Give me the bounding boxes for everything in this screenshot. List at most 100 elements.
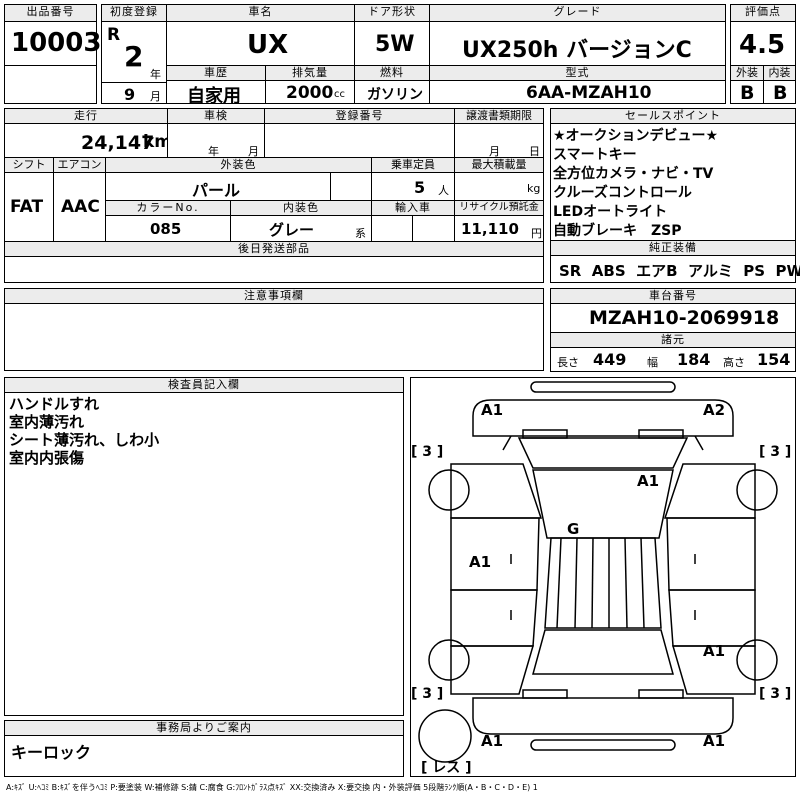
chassis-value: MZAH10-2069918 [589,307,780,329]
inspection-cell: 年 月 [167,123,265,158]
right-side-shape [663,463,756,519]
later-parts-cell [4,256,544,283]
wheel-rear-left-shape [428,639,470,681]
inspection-label: 車検 [167,108,265,124]
notes-label: 注意事項欄 [4,288,544,304]
chassis-cell: MZAH10-2069918 [550,303,796,333]
year-unit: 年 [150,68,161,81]
tire-mark-rear-right: [ 3 ] [759,686,791,702]
height-value: 154 [757,350,791,369]
mileage-unit: km [143,132,173,152]
roof-inner-shape [544,537,662,629]
lot-blank-cell [4,65,97,104]
equipment-value: SR ABS エアB アルミ PS PW [559,262,800,280]
recycle-cell: 11,110 円 [454,215,544,242]
sales-point-item: 自動ブレーキ ZSP [553,223,682,239]
grade-value: UX250h バージョンC [462,38,692,63]
import-cell-2 [412,215,455,242]
specs-label: 諸元 [550,332,796,348]
door-label: ドア形状 [354,4,430,22]
left-rear-shape [450,645,534,695]
fuel-label: 燃料 [354,65,430,81]
int-label: 内装 [763,65,796,81]
inspector-note-line: ハンドルすれ [9,395,100,413]
history-cell: 自家用 [166,80,266,107]
inspector-note-line: 室内薄汚れ [9,413,85,431]
damage-mark-windshield: G [567,520,579,538]
score-value: 4.5 [739,30,786,60]
recycle-value: 11,110 [461,220,519,238]
maxload-cell: kg [454,172,544,201]
lot-cell: 10003 [4,21,101,66]
damage-mark-roof: A1 [637,472,659,490]
fuel-value: ガソリン [367,87,423,103]
mileage-value: 24,147 [81,132,155,154]
shift-label: シフト [4,157,54,173]
shift-cell: FAT [4,172,54,242]
reg-label: 登録番号 [264,108,455,124]
left-door-rear-shape [450,589,538,647]
later-parts-label: 後日発送部品 [4,241,544,257]
damage-mark-front-left: A1 [481,401,503,419]
interior-color-label: 内装色 [230,200,372,216]
color-cell: パール [105,172,331,201]
sales-point-item: クルーズコントロール [553,185,692,201]
inspector-notes: ハンドルすれ室内薄汚れシート薄汚れ、しわ小室内内張傷 [9,395,159,467]
score-label: 評価点 [730,4,796,22]
history-label: 車歴 [166,65,266,81]
office-value: キーロック [11,743,92,762]
legend-text: A:ｷｽﾞ U:ﾍｺﾐ B:ｷｽﾞを伴うﾍｺﾐ P:要塗装 W:補修跡 S:錆 … [6,783,538,792]
interior-color-cell: グレー 系 [230,215,372,242]
wheel-front-right-shape [736,469,778,511]
inspector-cell: ハンドルすれ室内薄汚れシート薄汚れ、しわ小室内内張傷 [4,392,404,716]
length-value: 449 [593,350,627,369]
wheel-rear-right-shape [736,639,778,681]
color-no-value: 085 [150,220,182,238]
right-rear-shape [672,645,756,695]
height-label: 高さ [723,356,745,369]
mileage-cell: 24,147 km [4,123,172,158]
door-value: 5W [375,32,415,57]
import-cell [371,215,413,242]
spare-mark: [ レス ] [421,760,472,776]
car-name: UX [247,30,289,60]
score-cell: 4.5 [730,21,796,66]
displacement-cell: 2000 cc [265,80,355,104]
month-value: 9 [124,85,136,104]
tire-mark-front-left: [ 3 ] [411,444,443,460]
front-body-shape [472,399,734,437]
import-label: 輸入車 [371,200,455,216]
sales-point-item: スマートキー [553,147,637,163]
left-side-shape [450,463,543,519]
displacement-label: 排気量 [265,65,355,81]
recycle-unit: 円 [531,227,542,240]
notes-cell [4,303,544,371]
car-diagram-frame: A1 A2 A1 G A1 A1 A1 A1 [ 3 ] [ 3 ] [ 3 ]… [410,377,796,777]
door-cell: 5W [354,21,430,66]
length-label: 長さ [557,356,579,369]
tire-mark-front-right: [ 3 ] [759,444,791,460]
model-cell: 6AA-MZAH10 [429,80,726,104]
right-door-rear-shape [668,589,756,647]
reg-cell [264,123,455,158]
header-block: 出品番号 10003 初度登録 R 2 年 9 月 車名 UX ドア形状 5W … [4,4,796,107]
inspector-note-line: 室内内張傷 [9,449,85,467]
insp-year-unit: 年 [208,145,219,158]
model-label: 型式 [429,65,726,81]
inspector-note-line: シート薄汚れ、しわ小 [9,431,160,449]
fuel-cell: ガソリン [354,80,430,104]
ext-label: 外装 [730,65,764,81]
interior-color-value: グレー [269,221,315,239]
car-name-label: 車名 [166,4,355,22]
year-value: 2 [124,40,144,73]
ext-cell: B [730,80,764,104]
displacement-unit: cc [334,89,345,100]
rear-body-shape [472,697,734,735]
maxload-unit: kg [527,182,541,195]
wheel-front-left-shape [428,469,470,511]
sales-point-label: セールスポイント [550,108,796,124]
sales-point-item: 全方位カメラ・ナビ・TV [553,166,714,182]
inspector-label: 検査員記入欄 [4,377,404,393]
damage-mark-front-right: A2 [703,401,725,419]
